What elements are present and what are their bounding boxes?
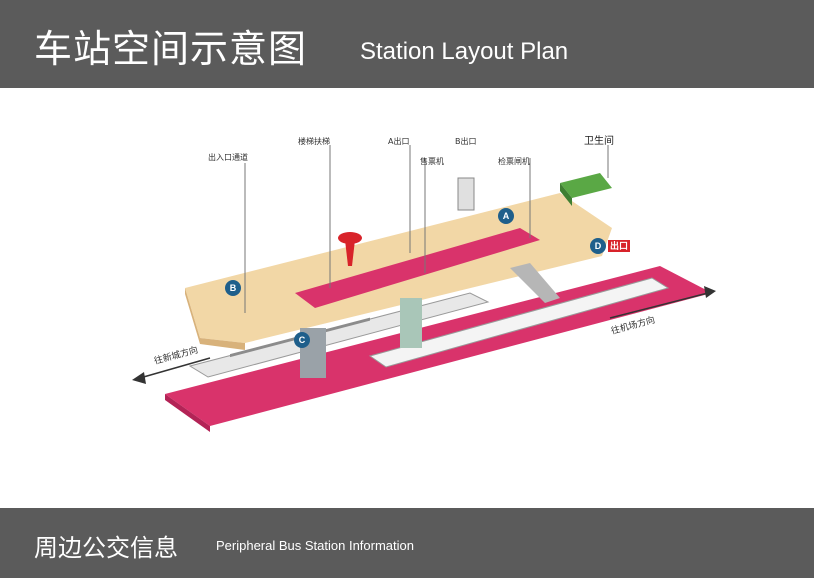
page-title-cn: 车站空间示意图 xyxy=(34,27,308,71)
callout-label-5: 售票机 xyxy=(420,156,444,166)
callout-label-1: 出入口通道 xyxy=(208,152,248,162)
callout-label-3: A出口 xyxy=(388,136,409,146)
escalator-right xyxy=(510,263,560,303)
callout-label-6: 检票闸机 xyxy=(498,156,530,166)
station-diagram: 出入口通道 楼梯扶梯 A出口 B出口 售票机 检票闸机 卫生间 A B C D … xyxy=(0,88,814,508)
exit-badge-c: C xyxy=(294,332,310,348)
svg-text:B: B xyxy=(230,283,237,293)
entrance-building-side xyxy=(560,183,572,206)
concourse-edge xyxy=(185,288,245,350)
callout-label-2: 楼梯扶梯 xyxy=(298,136,330,146)
callout-label-7: 卫生间 xyxy=(584,134,614,147)
exit-badge-d: D 出口 xyxy=(590,238,630,254)
train-right xyxy=(368,277,670,368)
lower-platform-edge xyxy=(165,394,210,432)
svg-text:出口: 出口 xyxy=(610,240,628,251)
footer-bar: 周边公交信息 Peripheral Bus Station Informatio… xyxy=(0,508,814,578)
station-diagram-svg: 出入口通道 楼梯扶梯 A出口 B出口 售票机 检票闸机 卫生间 A B C D … xyxy=(132,134,716,432)
upper-platform xyxy=(295,228,540,308)
svg-text:A: A xyxy=(503,211,510,221)
svg-text:C: C xyxy=(299,335,306,345)
exit-badge-a: A xyxy=(498,208,514,224)
footer-title-en: Peripheral Bus Station Information xyxy=(216,538,414,553)
page-title-en: Station Layout Plan xyxy=(360,38,569,65)
escalator-shaft-2 xyxy=(400,298,422,348)
header-bar: 车站空间示意图 Station Layout Plan xyxy=(0,0,814,88)
elevator-kiosk xyxy=(457,177,475,211)
svg-text:D: D xyxy=(595,241,602,251)
footer-title-cn: 周边公交信息 xyxy=(34,534,178,562)
you-are-here-marker xyxy=(338,232,362,266)
entrance-building xyxy=(560,173,612,198)
callout-label-4: B出口 xyxy=(455,136,477,146)
exit-badge-b: B xyxy=(225,280,241,296)
callout-lines xyxy=(244,145,609,313)
